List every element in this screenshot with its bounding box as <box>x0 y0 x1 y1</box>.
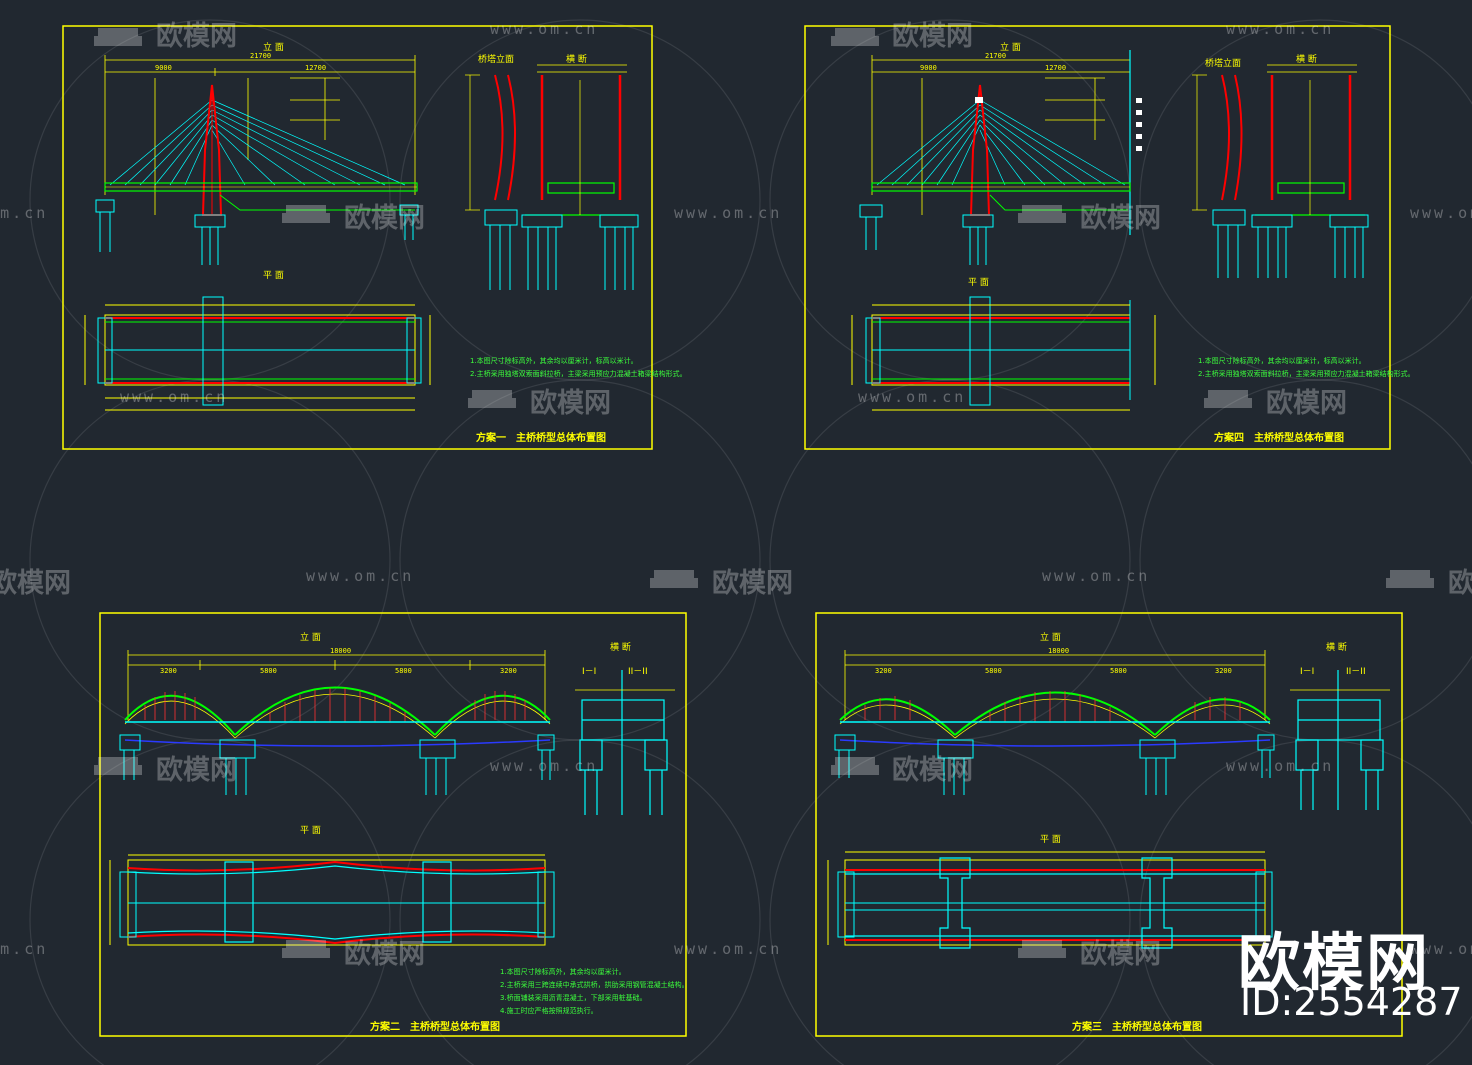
watermark-brand: 欧模网 <box>156 755 237 786</box>
sheet-3-plan-label: 平 面 <box>300 826 321 836</box>
site-logo-id: ID:2554287 <box>1240 980 1463 1024</box>
sheet-1-note-1: 1.本图尺寸除标高外，其余均以厘米计，标高以米计。 <box>470 357 638 365</box>
sheet-3-section-ii-label: II－II <box>628 667 648 677</box>
watermark-sofa-icons <box>94 28 1434 958</box>
sheet-1-dim-total: 21700 <box>250 52 272 60</box>
sheet-3-dim-span-4: 3200 <box>500 667 517 675</box>
sheet-4-elevation-label: 立 面 <box>1040 633 1061 643</box>
sheet-3-dim-total: 18000 <box>330 647 352 655</box>
watermark-url: www.om.cn <box>1226 20 1335 38</box>
sheet-3-note-1: 1.本图尺寸除标高外，其余均以厘米计。 <box>500 968 626 976</box>
sheet-2-elevation-label: 立 面 <box>1000 43 1021 53</box>
sheet-1-note-2: 2.主桥采用独塔双索面斜拉桥，主梁采用预应力混凝土箱梁结构形式。 <box>470 370 687 378</box>
sheet-3-note-3: 3.桥面铺装采用沥青混凝土，下部采用桩基础。 <box>500 994 647 1002</box>
watermark-url: www.om.cn <box>858 388 967 406</box>
sheet-2-dim-right: 12700 <box>1045 64 1067 72</box>
watermark-url: www.om.cn <box>1042 567 1151 585</box>
watermark-brand: 欧模网 <box>1448 568 1472 599</box>
sheet-2-frame <box>804 25 1391 450</box>
sheet-3-elevation-label: 立 面 <box>300 633 321 643</box>
sheet-4-plan-label: 平 面 <box>1040 835 1061 845</box>
sheet-1-elevation-label: 立 面 <box>263 43 284 53</box>
watermark-url: www.om.cn <box>490 20 599 38</box>
sheet-4-section-i-label: I－I <box>1300 667 1315 677</box>
site-logo-brand: 欧模网 <box>1238 926 1431 999</box>
sheet-3-dim-span-3: 5800 <box>395 667 412 675</box>
watermark-brand: 欧模网 <box>0 568 71 599</box>
sheet-1-section-label: 横 断 <box>566 55 587 65</box>
watermark-brand: 欧模网 <box>1080 939 1161 970</box>
watermark-url: www.om.cn <box>0 940 49 958</box>
sheet-2-section-label: 横 断 <box>1296 55 1317 65</box>
watermark-url: www.om.cn <box>0 204 49 222</box>
watermark-brand: 欧模网 <box>892 755 973 786</box>
sheet-1-plan-label: 平 面 <box>263 271 284 281</box>
sheet-2-dim-left: 9000 <box>920 64 937 72</box>
sheet-4-section-label: 横 断 <box>1326 643 1347 653</box>
sheet-3-dim-span-1: 3200 <box>160 667 177 675</box>
sheet-1-dim-left: 9000 <box>155 64 172 72</box>
watermark-url: www.om.cn <box>120 388 229 406</box>
sheet-3-frame <box>99 612 687 1037</box>
sheet-3-note-4: 4.施工时应严格按照规范执行。 <box>500 1007 598 1015</box>
sheet-1-frame <box>62 25 653 450</box>
sheet-3-arch-bridge <box>99 612 687 1037</box>
sheet-3-dim-span-2: 5800 <box>260 667 277 675</box>
watermark-url: www.om.cn <box>1226 757 1335 775</box>
watermark-url: www.om.cn <box>1410 204 1472 222</box>
sheet-1-cable-stayed <box>62 25 653 450</box>
sheet-2-cable-stayed <box>804 25 1391 450</box>
watermark-url: www.om.cn <box>1410 940 1472 958</box>
sheet-4-dim-span-2: 5800 <box>985 667 1002 675</box>
watermark-brand: 欧模网 <box>892 21 973 52</box>
sheet-4-frame <box>815 612 1403 1037</box>
sheet-3-section-label: 横 断 <box>610 643 631 653</box>
sheet-3-note-2: 2.主桥采用三跨连续中承式拱桥，拱肋采用钢管混凝土结构。 <box>500 981 689 989</box>
sheet-2-dim-total: 21700 <box>985 52 1007 60</box>
sheet-2-plan-label: 平 面 <box>968 278 989 288</box>
sheet-3-section-i-label: I－I <box>582 667 597 677</box>
sheet-4-dim-span-3: 5800 <box>1110 667 1127 675</box>
sheet-4-dim-total: 18000 <box>1048 647 1070 655</box>
sheet-4-section-ii-label: II－II <box>1346 667 1366 677</box>
sheet-1-dim-right: 12700 <box>305 64 327 72</box>
sheet-1-tower-label: 桥塔立面 <box>478 55 515 65</box>
watermark-brand: 欧模网 <box>712 568 793 599</box>
watermark-url: www.om.cn <box>306 567 415 585</box>
watermark-url: www.om.cn <box>674 204 783 222</box>
sheet-4-title: 方案三 主桥桥型总体布置图 <box>1072 1022 1202 1033</box>
sheet-2-title: 方案四 主桥桥型总体布置图 <box>1214 433 1344 444</box>
watermark-brand: 欧模网 <box>530 388 611 419</box>
sheet-4-dim-span-4: 3200 <box>1215 667 1232 675</box>
watermark-brand: 欧模网 <box>1080 203 1161 234</box>
sheet-4-dim-span-1: 3200 <box>875 667 892 675</box>
sheet-3-title: 方案二 主桥桥型总体布置图 <box>370 1022 500 1033</box>
sheet-4-arch-bridge <box>815 612 1403 1037</box>
watermark-brand: 欧模网 <box>156 21 237 52</box>
watermark-brand: 欧模网 <box>344 939 425 970</box>
watermark-url: www.om.cn <box>490 757 599 775</box>
watermark-brand: 欧模网 <box>344 203 425 234</box>
sheet-2-note-2: 2.主桥采用独塔双索面斜拉桥，主梁采用预应力混凝土箱梁结构形式。 <box>1198 370 1415 378</box>
sheet-2-tower-label: 桥塔立面 <box>1205 59 1242 69</box>
watermark-url: www.om.cn <box>674 940 783 958</box>
watermark-brand: 欧模网 <box>1266 388 1347 419</box>
sheet-1-title: 方案一 主桥桥型总体布置图 <box>476 433 606 444</box>
sheet-2-note-1: 1.本图尺寸除标高外，其余均以厘米计，标高以米计。 <box>1198 357 1366 365</box>
